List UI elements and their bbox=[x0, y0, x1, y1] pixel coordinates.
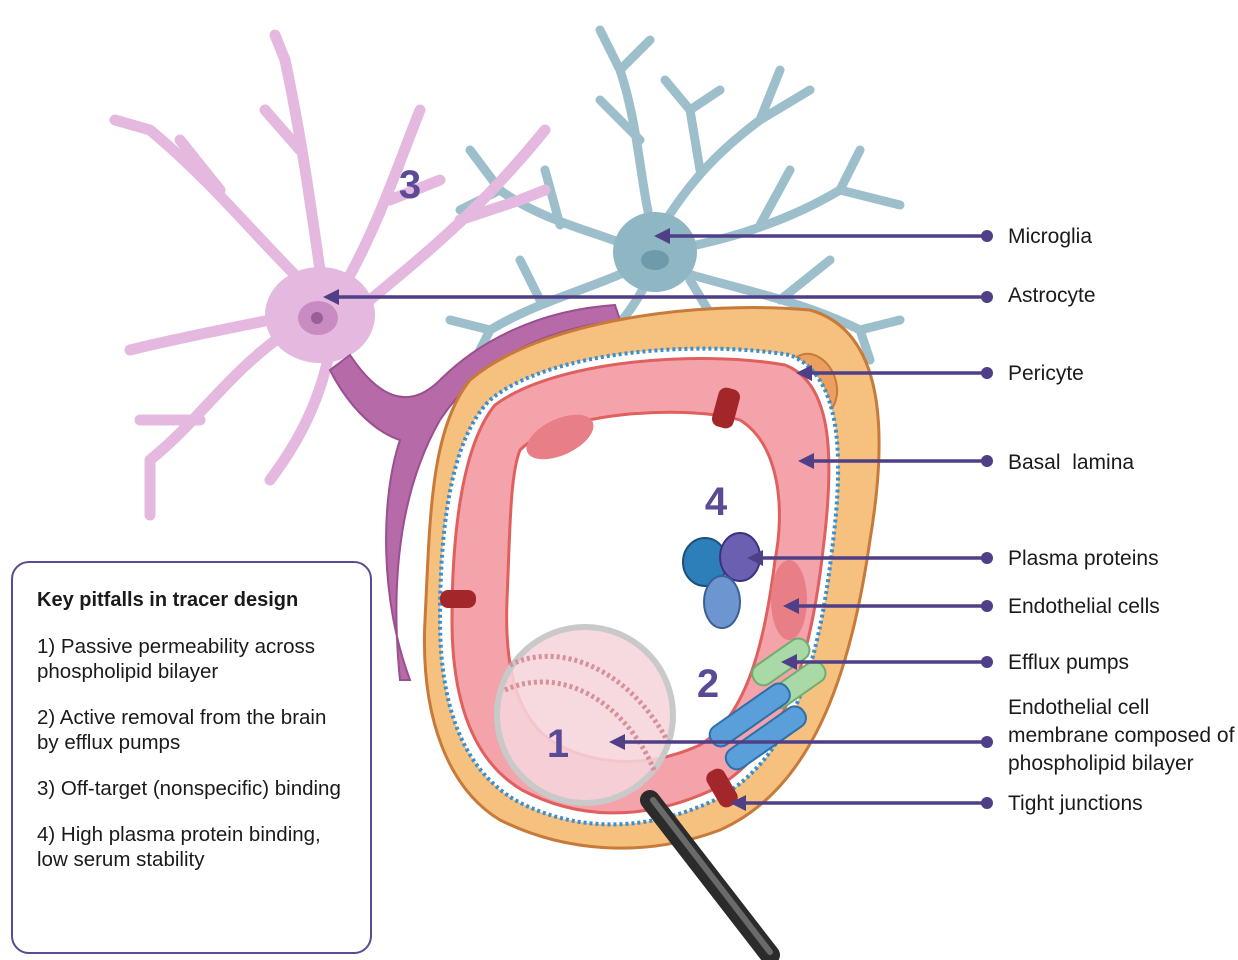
label-pericyte: Pericyte bbox=[1008, 362, 1084, 385]
label-efflux-pumps: Efflux pumps bbox=[1008, 651, 1129, 674]
number-4: 4 bbox=[705, 480, 728, 524]
pitfalls-title: Key pitfalls in tracer design bbox=[37, 589, 350, 612]
pitfall-item-1: 1) Passive permeability across phospholi… bbox=[37, 634, 350, 684]
number-1: 1 bbox=[547, 722, 569, 766]
microglia-cell-body bbox=[613, 212, 697, 292]
pitfalls-box: Key pitfalls in tracer design 1) Passive… bbox=[11, 561, 372, 954]
label-astrocyte: Astrocyte bbox=[1008, 284, 1096, 307]
endothelial-nucleus-right bbox=[771, 560, 807, 640]
pitfall-item-4: 4) High plasma protein binding, low seru… bbox=[37, 822, 350, 872]
label-tight-junctions: Tight junctions bbox=[1008, 792, 1143, 815]
label-microglia: Microglia bbox=[1008, 225, 1092, 248]
number-3: 3 bbox=[399, 163, 421, 207]
label-membrane-line2: membrane composed of bbox=[1008, 724, 1235, 747]
label-basal-lamina: Basal lamina bbox=[1008, 451, 1134, 474]
pitfall-item-2: 2) Active removal from the brain by effl… bbox=[37, 705, 350, 755]
label-endothelial-cells: Endothelial cells bbox=[1008, 595, 1160, 618]
label-membrane-line1: Endothelial cell bbox=[1008, 696, 1149, 719]
pitfall-item-3: 3) Off-target (nonspecific) binding bbox=[37, 776, 350, 801]
astrocyte-cell-body bbox=[265, 267, 375, 363]
label-membrane-line3: phospholipid bilayer bbox=[1008, 752, 1194, 775]
number-2: 2 bbox=[697, 662, 719, 706]
label-plasma-proteins: Plasma proteins bbox=[1008, 547, 1159, 570]
